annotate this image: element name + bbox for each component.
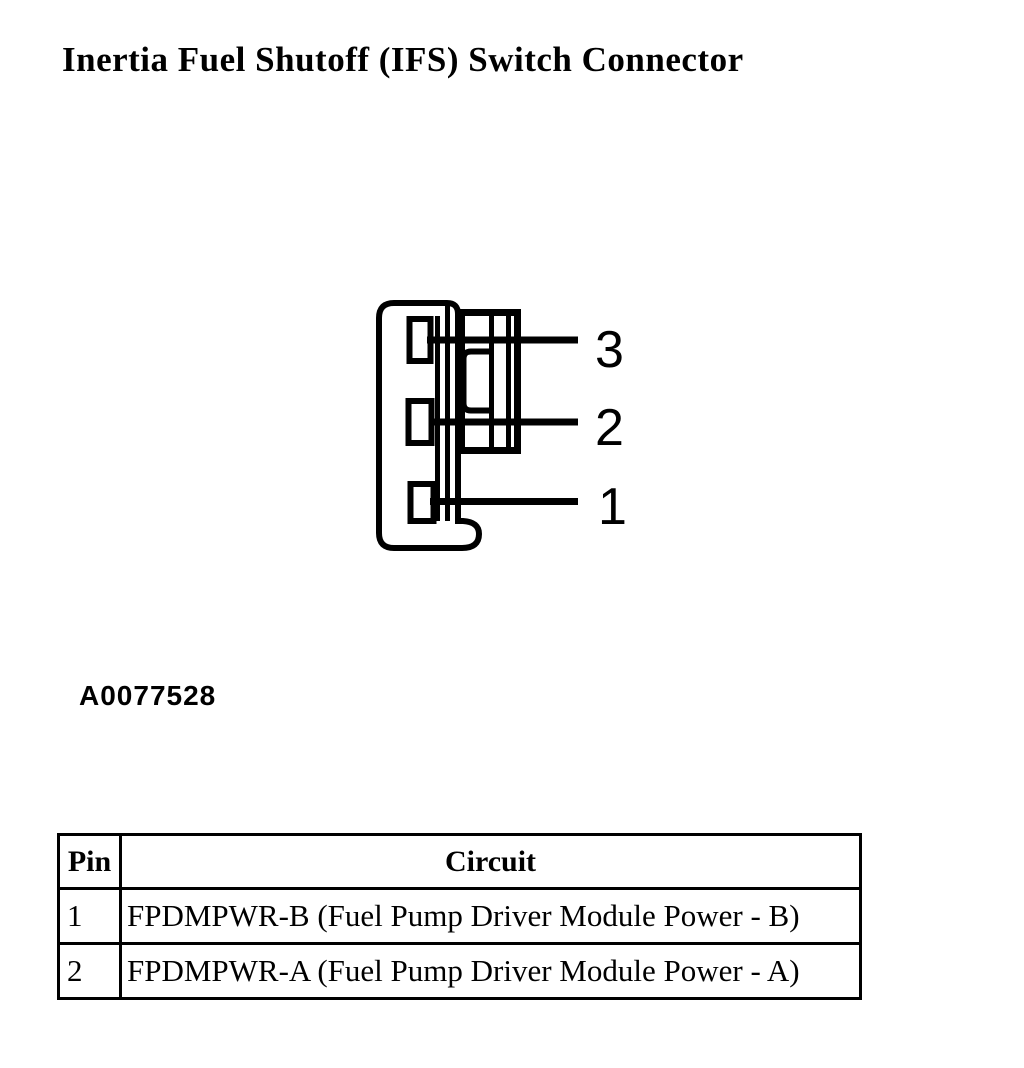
pin-number-cell: 2 — [57, 942, 122, 1000]
table-row: 2 FPDMPWR-A (Fuel Pump Driver Module Pow… — [57, 942, 862, 1000]
pin-label-2: 2 — [595, 399, 624, 457]
page-title: Inertia Fuel Shutoff (IFS) Switch Connec… — [62, 40, 744, 79]
table-row: 1 FPDMPWR-B (Fuel Pump Driver Module Pow… — [57, 887, 862, 945]
pin-label-3: 3 — [595, 321, 624, 379]
latch-bracket-detail — [460, 348, 490, 414]
pin-cavity-2 — [405, 398, 435, 446]
circuit-cell: FPDMPWR-B (Fuel Pump Driver Module Power… — [119, 887, 862, 945]
pin-table-header-row: Pin Circuit — [57, 833, 862, 890]
figure-id: A0077528 — [79, 680, 217, 711]
pin-table: Pin Circuit 1 FPDMPWR-B (Fuel Pump Drive… — [57, 833, 862, 1000]
connector-diagram: 3 2 1 — [376, 300, 627, 551]
pin-column-header: Pin — [57, 833, 122, 890]
pin-number-cell: 1 — [57, 887, 122, 945]
pin-label-1: 1 — [598, 478, 627, 536]
circuit-column-header: Circuit — [119, 833, 862, 890]
circuit-cell: FPDMPWR-A (Fuel Pump Driver Module Power… — [119, 942, 862, 1000]
